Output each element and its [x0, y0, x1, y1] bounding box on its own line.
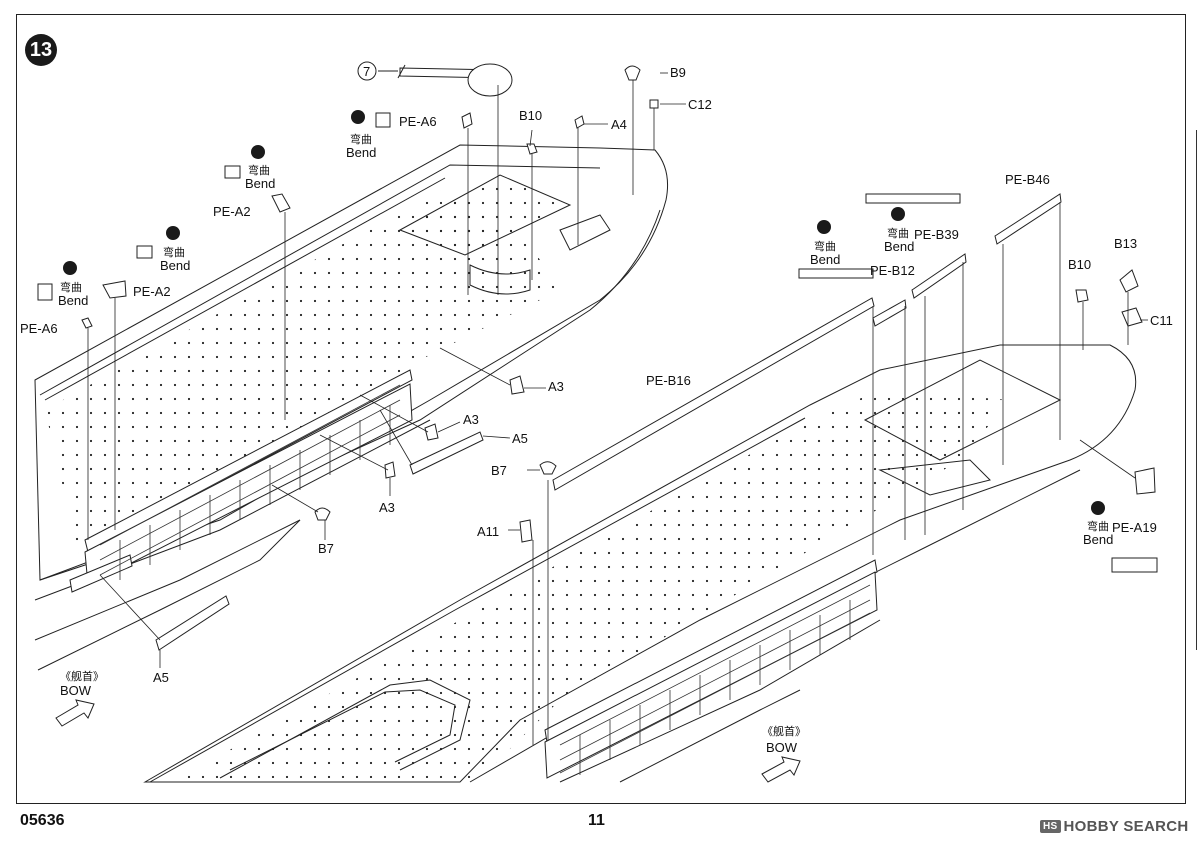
crane-part-7: [397, 63, 513, 97]
bend-cn-4: 弯曲: [60, 280, 82, 294]
bend-cn-6: 弯曲: [887, 226, 909, 240]
left-small-parts: [81, 65, 659, 651]
label-c11: C11: [1150, 313, 1173, 328]
label-b10-right: B10: [1068, 257, 1091, 272]
step-number-badge: 13: [25, 34, 57, 66]
label-a5-2: A5: [153, 670, 169, 685]
label-pe-a6-left: PE-A6: [20, 321, 58, 336]
left-gallery-windows: [99, 384, 401, 580]
bend-icon-right-1: [817, 220, 831, 234]
bend-icon-right-2: [891, 207, 905, 221]
callout-7: 7: [363, 64, 370, 79]
brand-name: HOBBY SEARCH: [1063, 818, 1189, 835]
bend-icon-left-3: [166, 226, 180, 240]
right-leader-lines: [508, 202, 1148, 745]
label-a3-1: A3: [548, 379, 564, 394]
bend-en-1: Bend: [346, 145, 376, 160]
bend-en-5: Bend: [810, 252, 840, 267]
label-c12: C12: [688, 97, 712, 112]
left-leader-lines: [87, 72, 686, 668]
label-pe-b12: PE-B12: [870, 263, 915, 278]
bow-cn-left: 《舰首》: [60, 669, 104, 683]
pe-small-parts-left: [37, 112, 391, 301]
label-b7-left: B7: [318, 541, 334, 556]
label-b9: B9: [670, 65, 686, 80]
bow-arrow-left-icon: [55, 699, 95, 727]
bend-icon-left-4: [63, 261, 77, 275]
bow-cn-right: 《舰首》: [762, 724, 806, 738]
label-pe-a2-mid: PE-A2: [133, 284, 171, 299]
bend-cn-5: 弯曲: [814, 239, 836, 253]
callout-7-circle: [357, 61, 377, 81]
bow-arrow-right-icon: [761, 756, 801, 783]
page-edge-mark: [1196, 130, 1200, 650]
bend-en-4: Bend: [58, 293, 88, 308]
label-pe-a6-top: PE-A6: [399, 114, 437, 129]
bend-icon-right-3: [1091, 501, 1105, 515]
right-ship-galleries: [544, 559, 878, 779]
label-a5-1: A5: [512, 431, 528, 446]
bend-icon-left-2: [251, 145, 265, 159]
bow-en-right: BOW: [766, 740, 798, 755]
label-pe-a2-top: PE-A2: [213, 204, 251, 219]
bend-cn-7: 弯曲: [1087, 519, 1109, 533]
left-flight-deck-dots: [45, 190, 560, 560]
bend-en-2: Bend: [245, 176, 275, 191]
label-a3-3: A3: [379, 500, 395, 515]
left-ship-galleries: [69, 369, 413, 593]
label-pe-a19: PE-A19: [1112, 520, 1157, 535]
label-b13: B13: [1114, 236, 1137, 251]
bend-en-7: Bend: [1083, 532, 1113, 547]
brand-logo-icon: HS: [1040, 820, 1061, 833]
bend-cn-1: 弯曲: [350, 132, 372, 146]
bow-en-left: BOW: [60, 683, 92, 698]
page-frame: [16, 14, 1186, 804]
product-code: 05636: [20, 812, 65, 829]
page-number: 11: [588, 812, 605, 829]
bend-en-3: Bend: [160, 258, 190, 273]
bend-cn-2: 弯曲: [248, 163, 270, 177]
bend-cn-3: 弯曲: [163, 245, 185, 259]
label-b7-right: B7: [491, 463, 507, 478]
label-b10-left: B10: [519, 108, 542, 123]
label-a3-2: A3: [463, 412, 479, 427]
label-pe-b39: PE-B39: [914, 227, 959, 242]
bend-en-6: Bend: [884, 239, 914, 254]
right-flight-deck-dots: [180, 390, 1010, 778]
label-pe-b16: PE-B16: [646, 373, 691, 388]
label-a11: A11: [477, 524, 499, 539]
right-pe-strips: [519, 193, 1158, 573]
bend-icon-left-1: [351, 110, 365, 124]
label-pe-b46: PE-B46: [1005, 172, 1050, 187]
right-gallery-windows: [559, 584, 871, 775]
label-a4: A4: [611, 117, 627, 132]
